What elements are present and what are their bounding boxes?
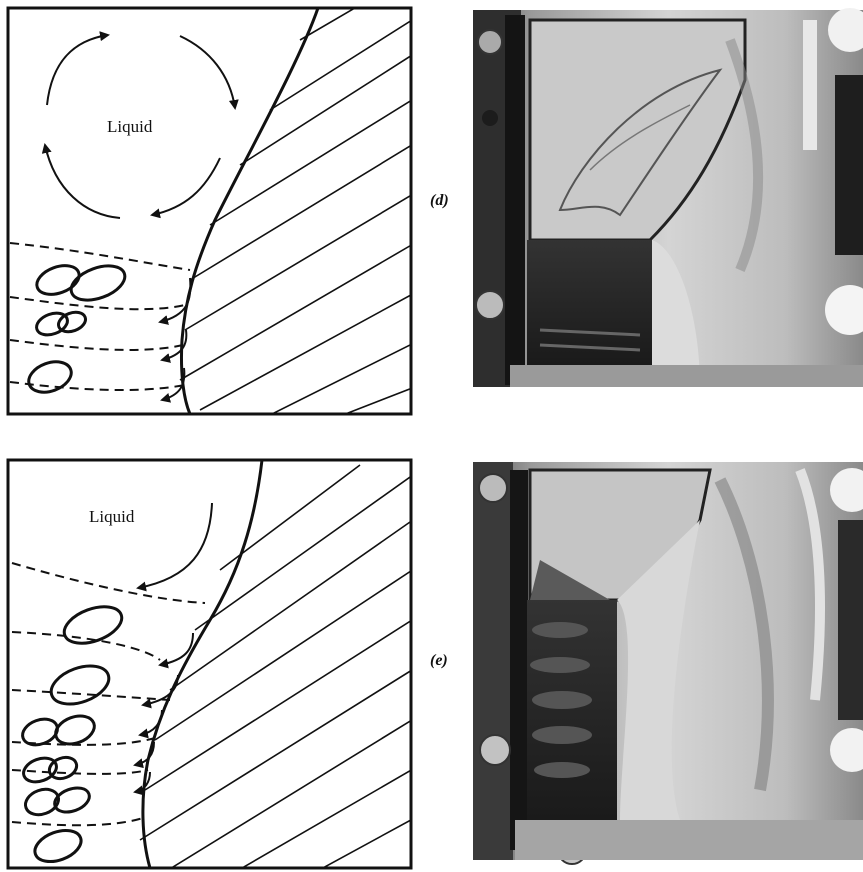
downflow-arrow-bottom (138, 503, 212, 588)
photo-e (473, 462, 863, 864)
circulation-arrow-top-1 (47, 35, 108, 105)
circulation-arrow-top-3 (152, 158, 220, 215)
frame-top (8, 8, 411, 414)
liquid-label-top: Liquid (107, 117, 152, 137)
photo-e-screw-2 (480, 735, 510, 765)
photo-d (473, 8, 863, 387)
solid-hatch-top (180, 5, 420, 420)
circulation-arrow-top-2 (180, 36, 235, 108)
circulation-arrow-top-4 (45, 145, 120, 218)
panel-tag-d: (d) (430, 192, 449, 210)
interface-line-top (181, 8, 318, 414)
photo-e-screw-1 (479, 474, 507, 502)
photo-e-left-wall (473, 462, 513, 860)
panel-tag-e: (e) (430, 652, 448, 670)
vortex-loops-bottom (19, 600, 127, 868)
return-arrows-top (160, 278, 190, 400)
liquid-label-bottom: Liquid (89, 507, 134, 527)
photo-d-screw-1 (478, 30, 502, 54)
sketch-top (8, 5, 420, 420)
sketch-bottom (8, 460, 420, 872)
dashed-streamlines-bottom (12, 563, 205, 825)
vortex-loops-top (25, 259, 130, 397)
photo-d-screw-2 (476, 291, 504, 319)
